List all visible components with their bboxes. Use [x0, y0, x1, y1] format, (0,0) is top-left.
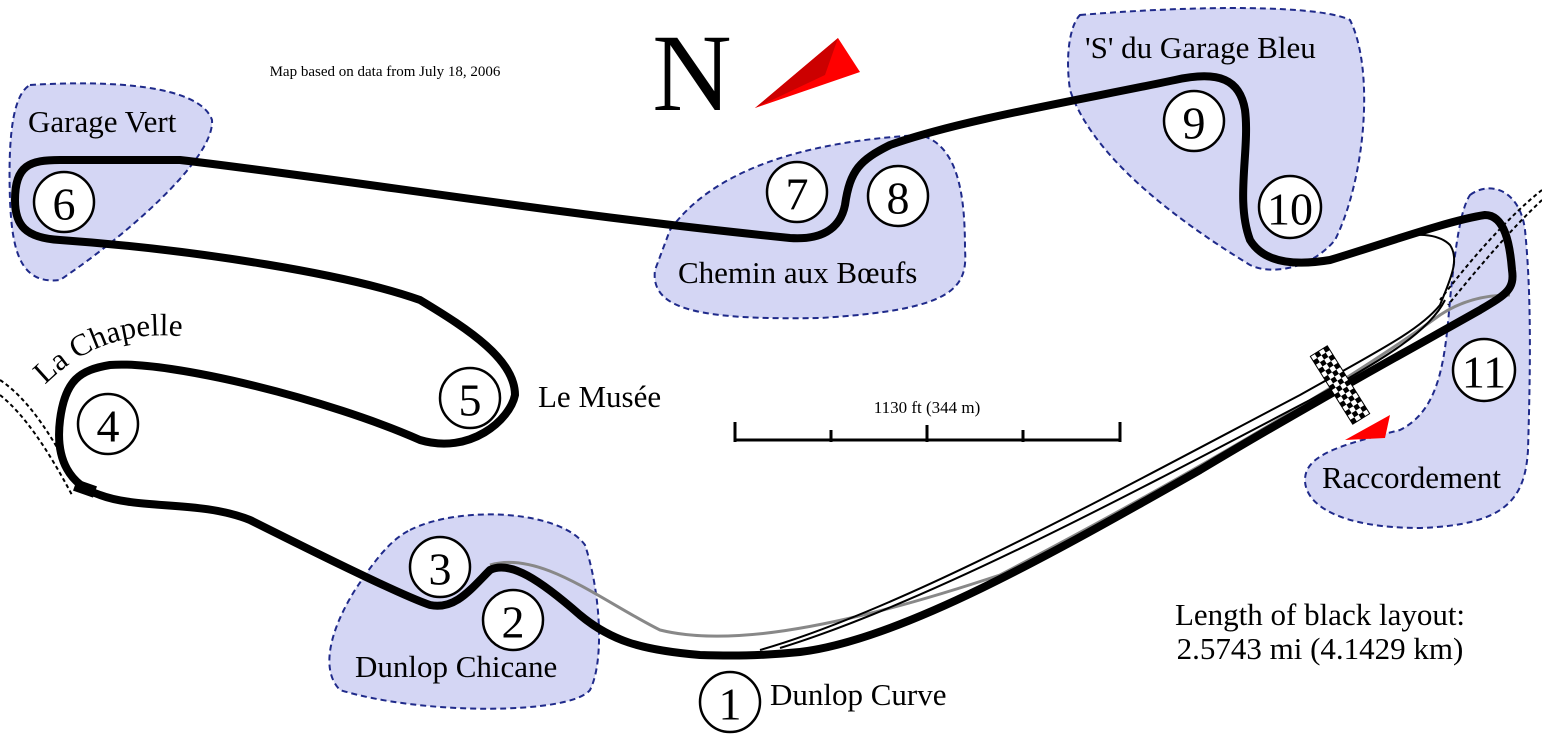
turn-9-circle: [1162, 89, 1226, 153]
label-dunlop-curve: Dunlop Curve: [770, 677, 947, 712]
outer-dashed-course-right: [1439, 189, 1542, 301]
turn-10-number: 10: [1267, 184, 1313, 235]
north-label: N: [652, 12, 731, 134]
label-dunlop-chicane: Dunlop Chicane: [355, 649, 557, 684]
label-raccordement: Raccordement: [1322, 460, 1501, 495]
label-garage-vert: Garage Vert: [28, 104, 177, 139]
turn-markers: 1 2 3 4 5 6 7 8 9 10 11: [32, 89, 1517, 734]
label-chemin-aux-boeufs: Chemin aux Bœufs: [678, 255, 917, 290]
turn-6-number: 6: [53, 179, 76, 230]
label-le-musee: Le Musée: [538, 379, 661, 414]
pit-lane: [759, 233, 1456, 651]
north-arrow-shade: [755, 38, 838, 108]
turn-2-circle: [481, 588, 545, 652]
label-garage-bleu: 'S' du Garage Bleu: [1085, 30, 1316, 65]
start-finish-line: [1309, 345, 1371, 425]
label-la-chapelle: La Chapelle: [26, 307, 184, 390]
turn-1-circle: [698, 670, 762, 734]
black-layout-track: [11, 72, 1517, 660]
turn-8-circle: [866, 164, 930, 228]
turn-7-number: 7: [786, 169, 809, 220]
turn-9-number: 9: [1183, 98, 1206, 149]
zone-dunlop-chicane: [328, 513, 601, 710]
turn-1-number: 1: [719, 679, 742, 730]
turn-4-circle: [76, 392, 140, 456]
outer-dashed-course-right-2: [1447, 199, 1542, 306]
scale-bar: [733, 422, 1122, 442]
label-la-chapelle-path: La Chapelle: [26, 307, 184, 390]
turn-3-circle: [408, 535, 472, 599]
turn-4-number: 4: [97, 401, 120, 452]
track-hatch: [73, 479, 97, 498]
length-line-2: 2.5743 mi (4.1429 km): [1177, 631, 1464, 666]
turn-5-circle: [438, 366, 502, 430]
outer-dashed-course-2: [0, 394, 73, 496]
turn-11-number: 11: [1462, 347, 1506, 398]
direction-arrow-icon: [1345, 415, 1390, 440]
length-line-1: Length of black layout:: [1175, 597, 1465, 632]
pit-lane-2: [779, 299, 1446, 649]
turn-7-circle: [765, 160, 829, 224]
turn-2-number: 2: [502, 597, 525, 648]
turn-5-number: 5: [459, 375, 482, 426]
turn-11-circle: [1451, 337, 1517, 403]
scale-label: 1130 ft (344 m): [874, 398, 981, 417]
turn-8-number: 8: [887, 173, 910, 224]
turn-6-circle: [32, 170, 96, 234]
turn-3-number: 3: [429, 544, 452, 595]
attribution-text: Map based on data from July 18, 2006: [270, 64, 501, 80]
turn-10-circle: [1257, 174, 1323, 240]
